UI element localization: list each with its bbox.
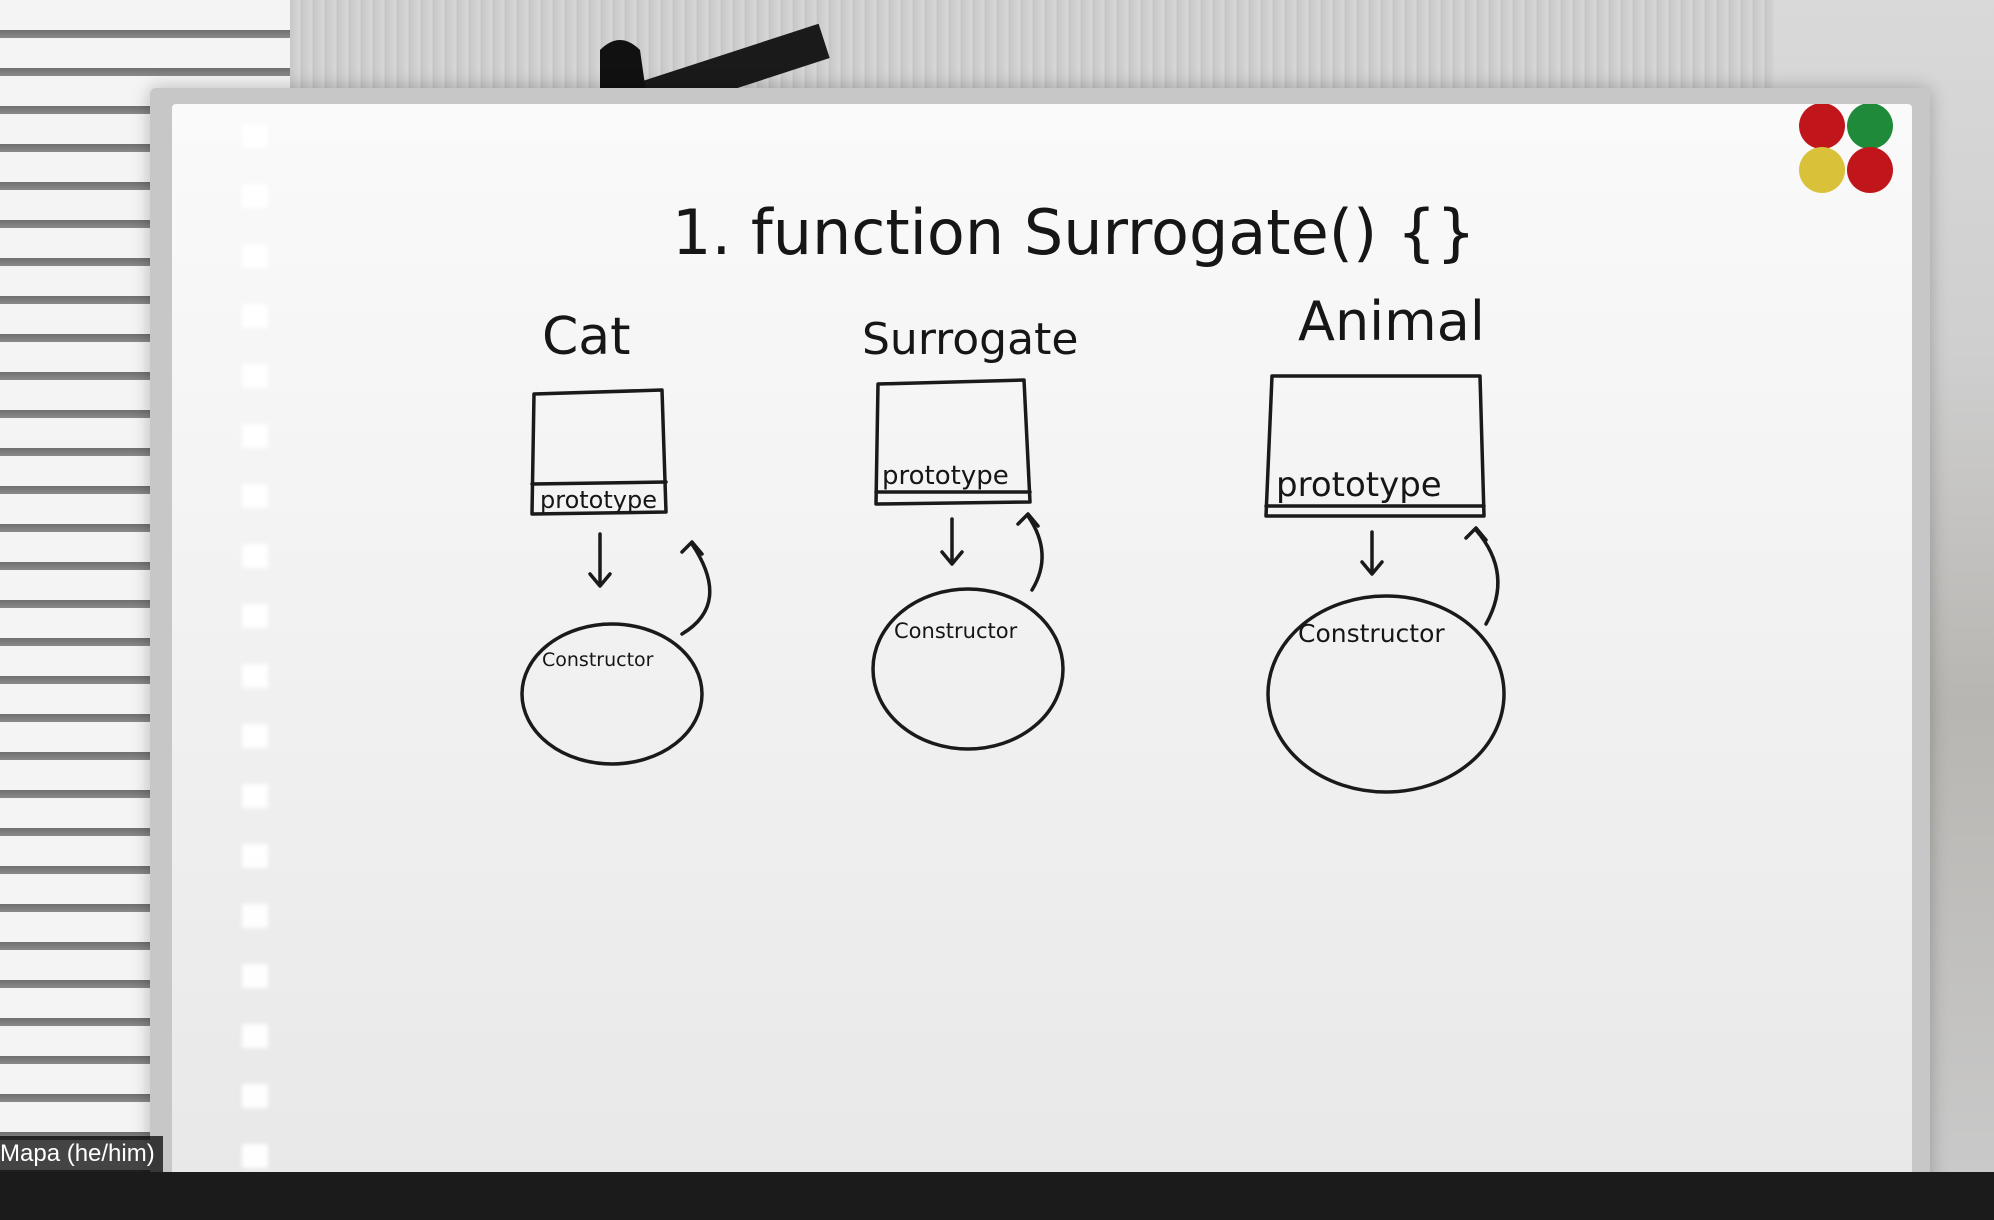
cat-back-arrow-icon	[680, 542, 712, 636]
cat-prototype-box	[530, 388, 668, 516]
surrogate-back-arrowhead-icon	[1016, 512, 1040, 528]
surrogate-prototype-box	[874, 378, 1032, 506]
red-magnet-icon	[1847, 147, 1893, 193]
animal-down-arrowhead-icon	[1360, 560, 1384, 576]
meeting-bottom-bar	[0, 1172, 1994, 1220]
cat-constructor-circle	[520, 622, 704, 766]
surrogate-diagram: Surrogate prototype Constructor	[862, 314, 1078, 751]
animal-constructor-circle	[1266, 594, 1506, 794]
cat-diagram: Cat prototype Constructor	[520, 307, 712, 766]
cat-heading: Cat	[542, 307, 631, 367]
light-reflection	[242, 124, 268, 1172]
surrogate-heading: Surrogate	[862, 314, 1078, 365]
animal-prototype-box	[1264, 374, 1486, 518]
surrogate-constructor-circle	[871, 587, 1065, 751]
surrogate-back-arrow-icon	[1026, 514, 1044, 592]
video-feed: 1. function Surrogate() {} Cat prototype…	[0, 0, 1994, 1172]
animal-back-arrow-icon	[1474, 528, 1500, 626]
surrogate-down-arrowhead-icon	[940, 550, 964, 566]
board-title: 1. function Surrogate() {}	[672, 196, 1476, 269]
whiteboard-drawing: 1. function Surrogate() {} Cat prototype…	[520, 104, 1893, 794]
cat-prototype-divider	[530, 480, 668, 486]
animal-heading: Animal	[1298, 290, 1485, 353]
surrogate-constructor-label: Constructor	[894, 619, 1018, 643]
magnets	[1799, 104, 1893, 193]
animal-constructor-label: Constructor	[1298, 619, 1445, 648]
cat-back-arrowhead-icon	[680, 540, 704, 556]
participant-name-label: Mapa (he/him)	[0, 1136, 163, 1172]
green-magnet-icon	[1847, 104, 1893, 149]
cat-down-arrowhead-icon	[588, 572, 612, 588]
cat-constructor-label: Constructor	[542, 649, 654, 671]
yellow-magnet-icon	[1799, 147, 1845, 193]
whiteboard: 1. function Surrogate() {} Cat prototype…	[172, 104, 1912, 1172]
animal-prototype-label: prototype	[1276, 465, 1442, 505]
cat-prototype-label: prototype	[540, 486, 657, 514]
surrogate-prototype-label: prototype	[882, 461, 1009, 491]
animal-diagram: Animal prototype Constructor	[1264, 290, 1506, 794]
red-magnet-icon	[1799, 104, 1845, 149]
animal-back-arrowhead-icon	[1464, 526, 1488, 542]
